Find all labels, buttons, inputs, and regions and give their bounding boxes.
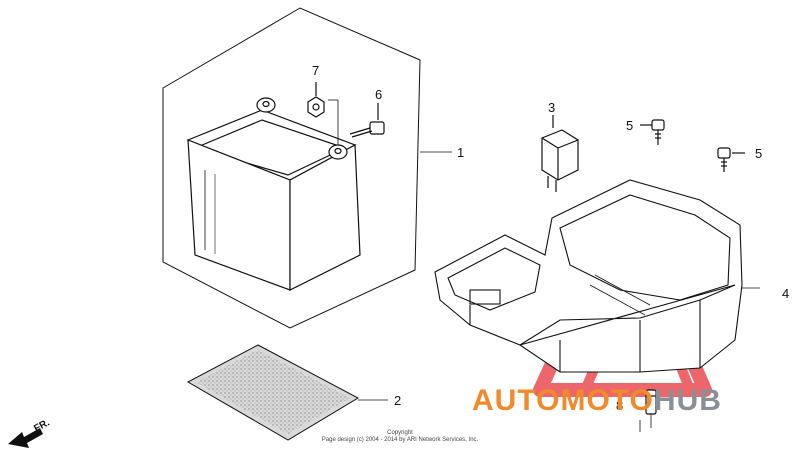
callout-battery: 1 bbox=[457, 145, 464, 160]
callout-tray: 4 bbox=[782, 286, 789, 301]
front-direction-marker: FR. bbox=[8, 417, 52, 448]
callout-battery-bolt: 6 bbox=[375, 87, 382, 102]
watermark-text: AUTOMOTOHUB bbox=[472, 384, 722, 417]
battery-tray bbox=[434, 179, 760, 373]
callout-bolt-lower: 5 bbox=[755, 146, 762, 161]
callout-relay: 3 bbox=[548, 100, 555, 115]
battery-bolt bbox=[349, 103, 385, 138]
battery-frame bbox=[162, 7, 421, 329]
tray-bolt-upper bbox=[640, 119, 665, 145]
fuse bbox=[639, 389, 657, 432]
callout-mat: 2 bbox=[394, 393, 401, 408]
watermark-text-primary: AUTOMOTO bbox=[472, 384, 654, 417]
tray-bolt-lower bbox=[717, 147, 745, 172]
copyright-line-2: Page design (c) 2004 - 2014 by ARI Netwo… bbox=[322, 437, 479, 443]
relay bbox=[541, 115, 579, 192]
copyright-line-1: Copyright bbox=[387, 430, 413, 436]
battery bbox=[186, 97, 361, 291]
watermark-text-secondary: HUB bbox=[654, 384, 722, 417]
nut bbox=[307, 82, 339, 145]
battery-mat bbox=[186, 344, 388, 441]
callout-bolt-upper: 5 bbox=[626, 118, 633, 133]
callout-nut: 7 bbox=[312, 63, 319, 78]
callout-fuse: 8 bbox=[616, 398, 623, 413]
front-direction-label: FR. bbox=[32, 417, 52, 434]
